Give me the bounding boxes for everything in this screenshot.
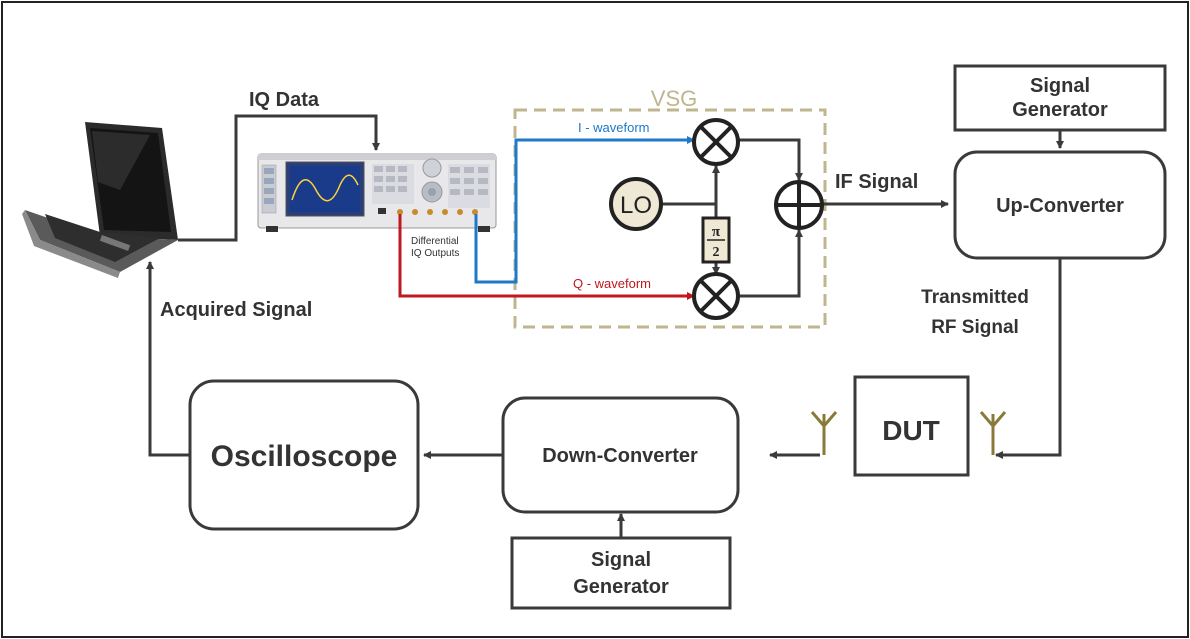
vsg-instrument [257,153,497,232]
vsg-label: VSG [651,86,697,111]
q-mixer-icon [692,272,740,320]
oscilloscope-label: Oscilloscope [211,440,398,473]
signal-generator-top-line1: Signal [1030,75,1090,97]
laptop-icon [22,122,178,278]
down-converter-label: Down-Converter [542,445,698,467]
upconv-to-dut [995,258,1062,459]
q-mixer-to-sum [738,229,803,298]
summer-icon [774,180,824,230]
signal-generator-top [953,64,1167,132]
oscilloscope-box [188,379,420,531]
down-converter-box [501,396,740,514]
up-converter-label: Up-Converter [996,195,1124,217]
q-waveform-line [398,214,695,300]
phase-two: 2 [713,245,720,260]
lo-oscillator [609,177,663,231]
i-mixer-icon [692,118,740,166]
transmitted-label-1: Transmitted [921,287,1029,308]
i-mixer-to-sum [738,138,803,181]
signal-generator-bottom-line1: Signal [591,549,651,571]
i-waveform-line [474,136,695,284]
differential-label-1: Differential [411,236,459,247]
signal-generator-bottom [510,536,732,610]
transmitted-label-2: RF Signal [931,317,1019,338]
iq-data-label: IQ Data [249,89,320,111]
vsg-boundary [513,108,827,329]
scope-to-laptop [146,261,190,457]
acquired-signal-label: Acquired Signal [160,299,312,321]
i-waveform-label: I - waveform [578,120,650,135]
iq-data-line [178,114,380,242]
signal-generator-bottom-line2: Generator [573,576,669,598]
tx-antenna-icon [979,411,1007,455]
lo-label: LO [620,192,652,219]
up-converter-box [953,150,1167,260]
signal-generator-top-line2: Generator [1012,99,1108,121]
if-signal-label: IF Signal [835,171,918,193]
differential-label-2: IQ Outputs [411,248,459,259]
phase-pi: π [712,224,721,240]
dut-box [853,375,970,477]
q-waveform-label: Q - waveform [573,276,651,291]
rx-antenna-icon [810,411,838,455]
dut-label: DUT [882,415,940,446]
